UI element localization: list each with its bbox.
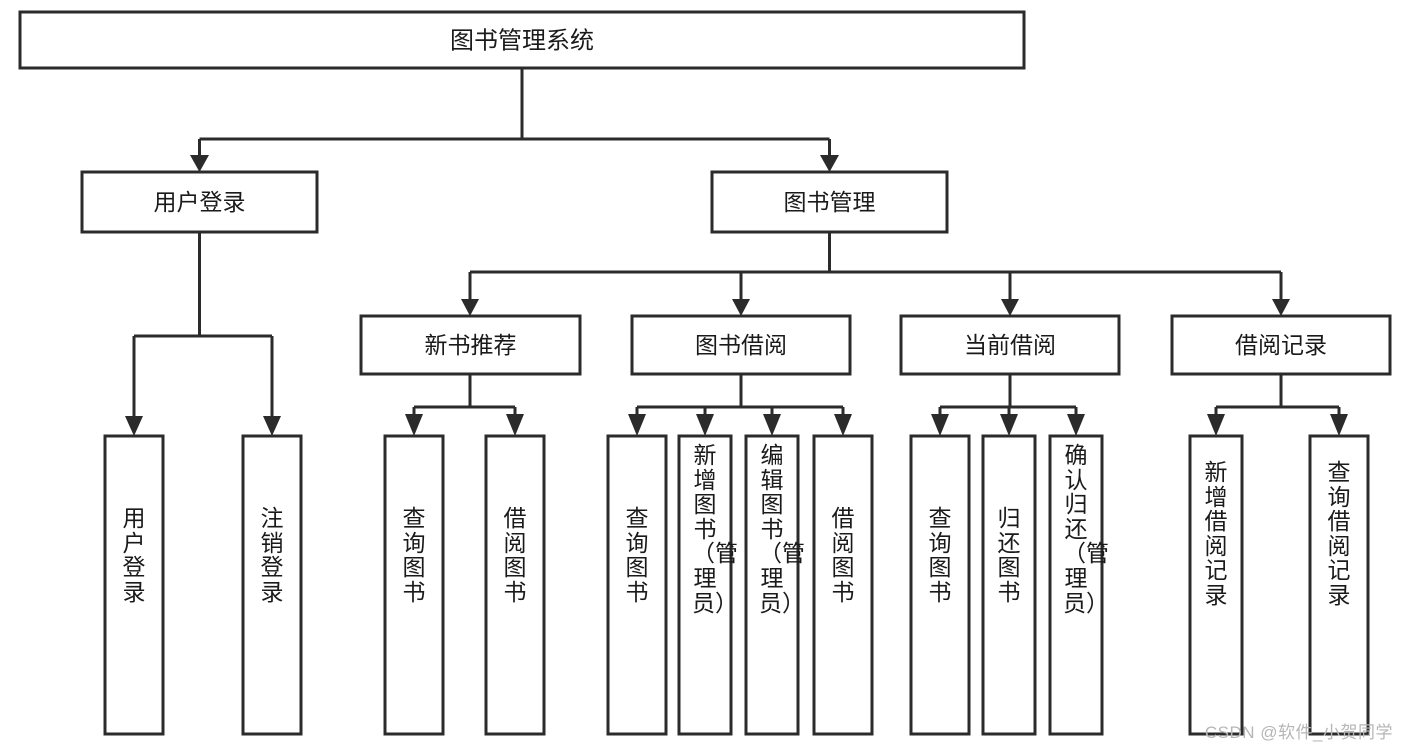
node-root-label: 图书管理系统 (450, 28, 594, 55)
arrow-leaf-confirm-return (1067, 414, 1085, 436)
arrow-to-borrow-record (1272, 299, 1290, 316)
arrow-to-current-borrow (1001, 299, 1019, 316)
arrow-leaf-return-book (1000, 414, 1018, 436)
node-book-borrow[interactable] (630, 314, 852, 376)
node-leaf-query-book-2[interactable] (606, 434, 668, 736)
node-leaf-confirm-return[interactable] (1048, 434, 1104, 736)
arrow-leaf-query-book-3 (931, 414, 949, 436)
node-leaf-return-book[interactable] (981, 434, 1037, 736)
node-new-book-recommend-label: 新书推荐 (425, 332, 517, 358)
node-user-login-label: 用户登录 (154, 189, 246, 215)
node-leaf-user-login[interactable] (103, 434, 165, 736)
csdn-watermark: CSDN @软件_小贺同学 (1204, 723, 1393, 742)
arrow-leaf-edit-book (763, 414, 781, 436)
arrow-leaf-query-record (1330, 414, 1348, 436)
node-user-login[interactable] (80, 170, 319, 234)
arrow-leaf-query-book-2 (628, 414, 646, 436)
node-layer: 图书管理系统 用户登录 图书管理 新书推荐 图书借阅 当前借阅 借阅记录 (18, 10, 1392, 736)
arrow-to-book-manage (820, 155, 839, 172)
connector-layer (125, 68, 1348, 436)
node-borrow-record-label: 借阅记录 (1235, 332, 1327, 358)
node-leaf-borrow-book-1[interactable] (484, 434, 546, 736)
node-leaf-logout[interactable] (241, 434, 303, 736)
arrow-leaf-borrow-book-1 (506, 414, 524, 436)
arrow-to-user-login (190, 155, 209, 172)
arrow-leaf-add-book (696, 414, 714, 436)
node-current-borrow[interactable] (899, 314, 1121, 376)
node-leaf-borrow-book-2[interactable] (812, 434, 874, 736)
node-leaf-edit-book[interactable] (744, 434, 800, 736)
arrow-leaf-user-login (125, 416, 143, 436)
arrow-to-new-book-recommend (461, 299, 479, 316)
arrow-to-book-borrow (732, 299, 750, 316)
node-leaf-query-book-3[interactable] (909, 434, 971, 736)
node-leaf-add-book[interactable] (677, 434, 733, 736)
node-leaf-add-record[interactable] (1188, 434, 1244, 736)
node-current-borrow-label: 当前借阅 (964, 332, 1056, 358)
node-leaf-query-book-1[interactable] (383, 434, 445, 736)
arrow-leaf-borrow-book-2 (834, 414, 852, 436)
node-new-book-recommend[interactable] (359, 314, 582, 376)
node-book-borrow-label: 图书借阅 (695, 332, 787, 358)
node-borrow-record[interactable] (1170, 314, 1392, 376)
arrow-leaf-query-book-1 (405, 414, 423, 436)
node-leaf-query-record[interactable] (1308, 434, 1370, 736)
node-book-manage-label: 图书管理 (784, 189, 876, 215)
arrow-leaf-add-record (1207, 414, 1225, 436)
arrow-leaf-logout (263, 416, 281, 436)
node-book-manage[interactable] (710, 170, 949, 234)
node-root[interactable] (18, 10, 1026, 70)
